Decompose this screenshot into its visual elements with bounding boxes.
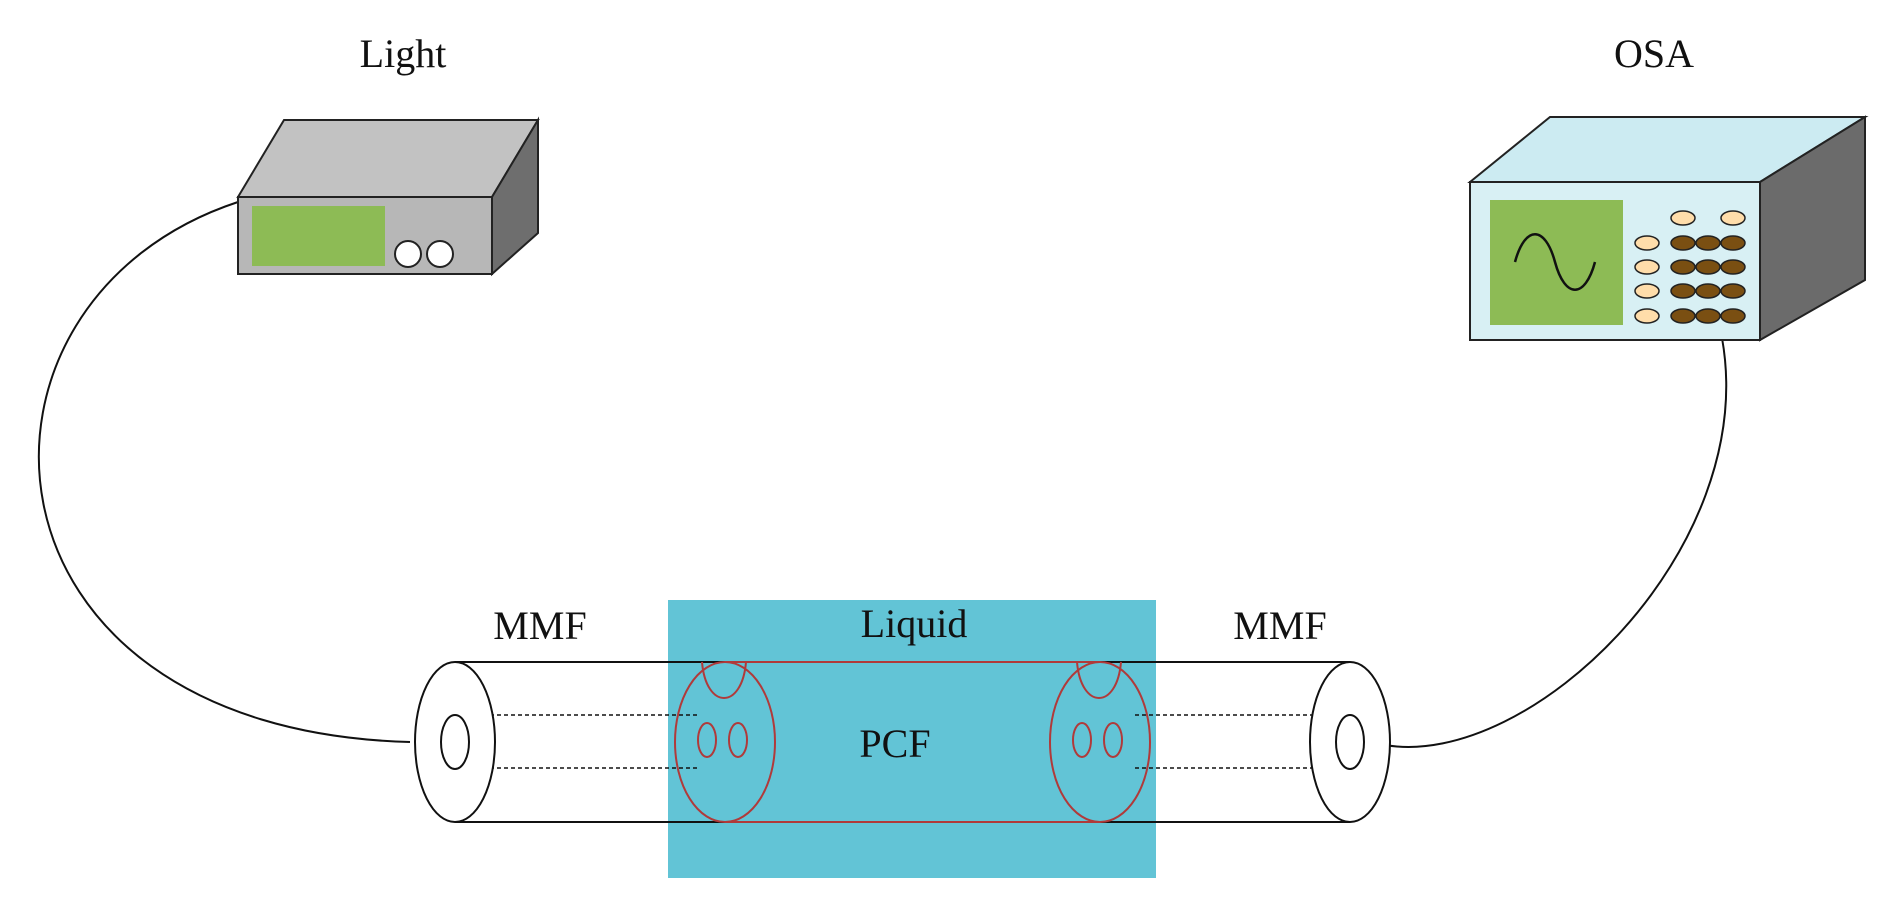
mmf-fiber-left [414,661,725,823]
pcf-left-hole [728,722,748,758]
fiber-cable-right [1384,337,1728,748]
light-source-knob-left [394,240,422,268]
osa-key [1634,235,1660,251]
osa-key [1720,308,1746,324]
osa-key [1634,259,1660,275]
label-pcf: PCF [859,721,931,766]
osa-key [1670,259,1696,275]
mmf-fiber-right [1100,661,1391,823]
pcf-right-hole [1072,722,1092,758]
pcf-right-hole [1103,722,1123,758]
pcf-left-hole [697,722,717,758]
pcf-section [674,661,1151,823]
osa-key [1670,210,1696,226]
osa-key [1695,283,1721,299]
light-source-screen [252,206,385,266]
osa-key [1670,283,1696,299]
fiber-cable-left [37,201,411,743]
label-osa: OSA [1613,31,1695,76]
label-mmf-right: MMF [1233,603,1327,648]
mmf-left-core [440,714,470,770]
pcf-left-notch [701,661,747,699]
osa-key [1695,308,1721,324]
osa-key [1695,235,1721,251]
pcf-right-end [1049,661,1151,823]
light-source-knob-right [426,240,454,268]
label-mmf-left: MMF [493,603,587,648]
osa-key [1695,259,1721,275]
osa-instrument [1467,115,1869,342]
light-source [236,116,540,277]
osa-screen [1490,200,1623,325]
osa-keypad [1634,210,1746,324]
osa-key [1720,235,1746,251]
osa-key [1720,259,1746,275]
osa-key [1720,210,1746,226]
light-source-top [236,119,540,198]
label-liquid: Liquid [860,601,968,646]
pcf-right-notch [1076,661,1122,699]
osa-key [1670,235,1696,251]
osa-key [1720,283,1746,299]
sine-wave-icon [1513,233,1597,291]
pcf-left-end [674,661,776,823]
mmf-right-core [1335,714,1365,770]
liquid-region [668,600,1156,878]
osa-key [1670,308,1696,324]
label-light: Light [359,31,447,76]
osa-key [1634,283,1660,299]
osa-key [1634,308,1660,324]
